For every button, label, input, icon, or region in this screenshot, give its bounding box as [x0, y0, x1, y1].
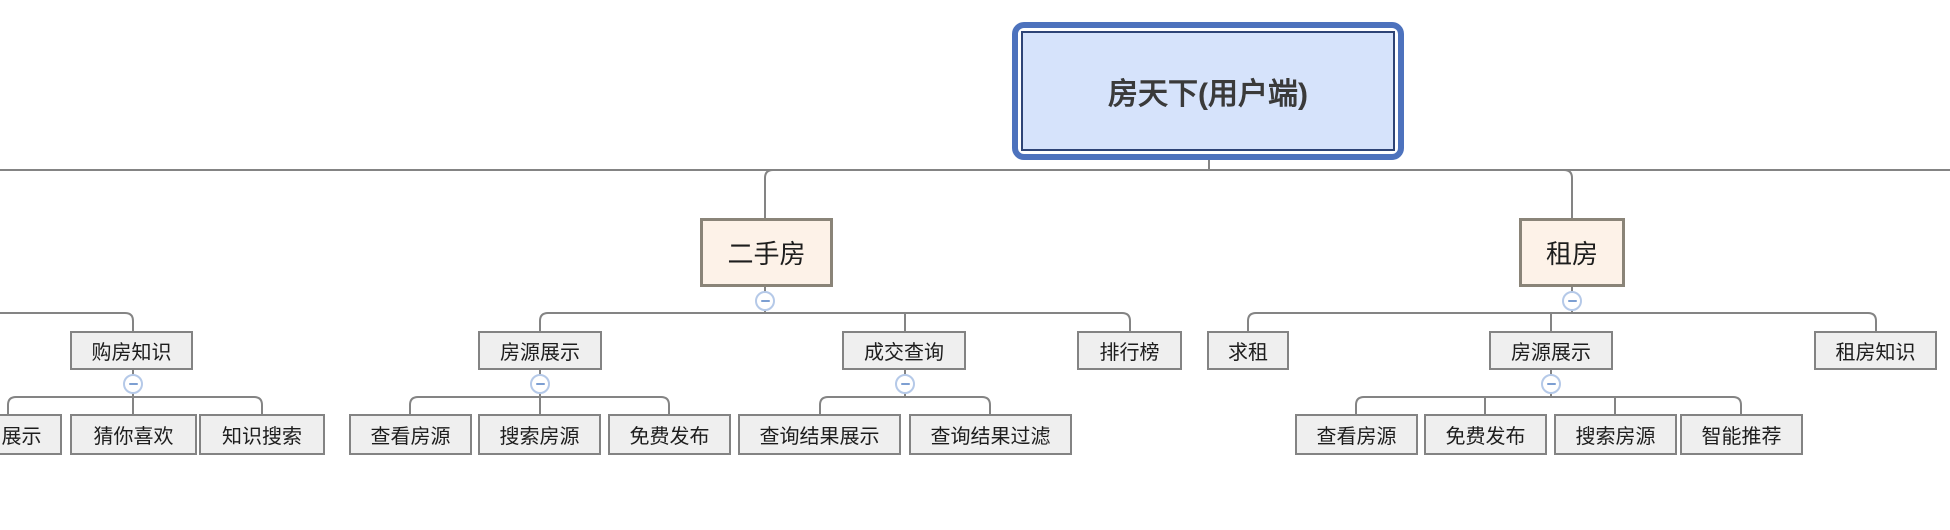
collapse-button-renting[interactable]: [1562, 291, 1582, 311]
bus-rental-listing-display: [1355, 396, 1742, 414]
collapse-button-buying-knowledge[interactable]: [123, 374, 143, 394]
node-query-result-display[interactable]: 查询结果展示: [738, 414, 901, 455]
node-knowledge-search[interactable]: 知识搜索: [199, 414, 325, 455]
collapse-button-listing-display[interactable]: [530, 374, 550, 394]
node-root[interactable]: 房天下(用户端): [1012, 22, 1404, 160]
node-ranking[interactable]: 排行榜: [1077, 331, 1182, 370]
node-search-listings[interactable]: 搜索房源: [478, 414, 601, 455]
node-buying-knowledge[interactable]: 购房知识: [70, 331, 193, 370]
bus-secondhand: [539, 312, 1131, 331]
bus-offscreen-parent: [0, 312, 134, 331]
bus-buying-knowledge: [7, 396, 263, 414]
node-secondhand-house[interactable]: 二手房: [700, 218, 833, 287]
stub-renting: [1563, 169, 1573, 218]
minus-icon: [760, 300, 770, 302]
collapse-button-secondhand[interactable]: [755, 291, 775, 311]
node-rental-listing-display[interactable]: 房源展示: [1489, 331, 1613, 370]
node-deal-query[interactable]: 成交查询: [842, 331, 966, 370]
node-listing-display[interactable]: 房源展示: [478, 331, 602, 370]
node-rental-view-listings[interactable]: 查看房源: [1295, 414, 1418, 455]
node-rental-knowledge[interactable]: 租房知识: [1814, 331, 1937, 370]
minus-icon: [900, 383, 910, 385]
node-rent-seeking[interactable]: 求租: [1207, 331, 1289, 370]
bus-renting: [1247, 312, 1877, 331]
bus-deal-query: [819, 396, 991, 414]
node-smart-recommend[interactable]: 智能推荐: [1680, 414, 1803, 455]
node-renting[interactable]: 租房: [1519, 218, 1625, 287]
node-guess-you-like[interactable]: 猜你喜欢: [70, 414, 197, 455]
collapse-button-rental-listing-display[interactable]: [1541, 374, 1561, 394]
collapse-button-deal-query[interactable]: [895, 374, 915, 394]
node-display-clipped[interactable]: 展示: [0, 414, 62, 455]
node-query-result-filter[interactable]: 查询结果过滤: [909, 414, 1072, 455]
node-rental-search-listings[interactable]: 搜索房源: [1554, 414, 1677, 455]
minus-icon: [128, 383, 138, 385]
node-free-publish[interactable]: 免费发布: [608, 414, 731, 455]
node-view-listings[interactable]: 查看房源: [349, 414, 472, 455]
node-root-label: 房天下(用户端): [1021, 31, 1395, 151]
minus-icon: [1546, 383, 1556, 385]
node-rental-free-publish[interactable]: 免费发布: [1424, 414, 1547, 455]
minus-icon: [1567, 300, 1577, 302]
minus-icon: [535, 383, 545, 385]
stub-secondhand: [764, 169, 774, 218]
